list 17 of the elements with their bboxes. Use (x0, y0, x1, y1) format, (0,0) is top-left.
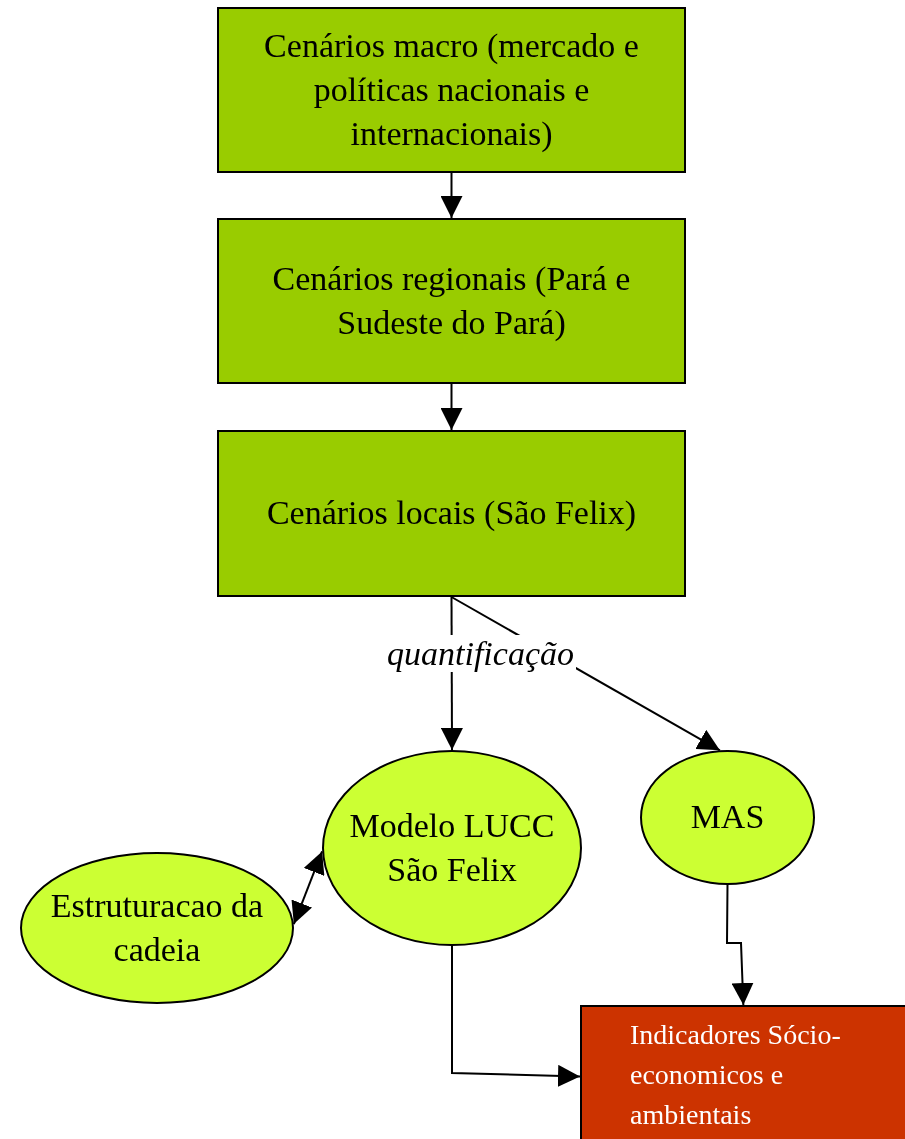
arrow (291, 850, 325, 925)
edge-label: quantificação (385, 635, 576, 673)
arrow (726, 884, 754, 1006)
node-label: Estruturacao da cadeia (49, 885, 265, 970)
node-label: MAS (690, 797, 765, 838)
arrow (440, 172, 463, 219)
process-box (217, 7, 686, 173)
process-box (217, 218, 686, 384)
process-box (217, 430, 686, 597)
node-label: Cenários regionais (Pará e Sudeste do Pará) (271, 258, 632, 343)
node-label: Indicadores Sócio-economicos e ambientais (630, 1018, 842, 1133)
arrow (451, 945, 581, 1087)
node-label: Cenários locais (São Felix) (266, 493, 637, 534)
arrow (440, 383, 463, 431)
node-label: Modelo LUCC São Felix (348, 805, 556, 890)
output-box (580, 1005, 905, 1139)
node-label: Cenários macro (mercado e políticas nacionais e internacionais) (263, 25, 640, 155)
